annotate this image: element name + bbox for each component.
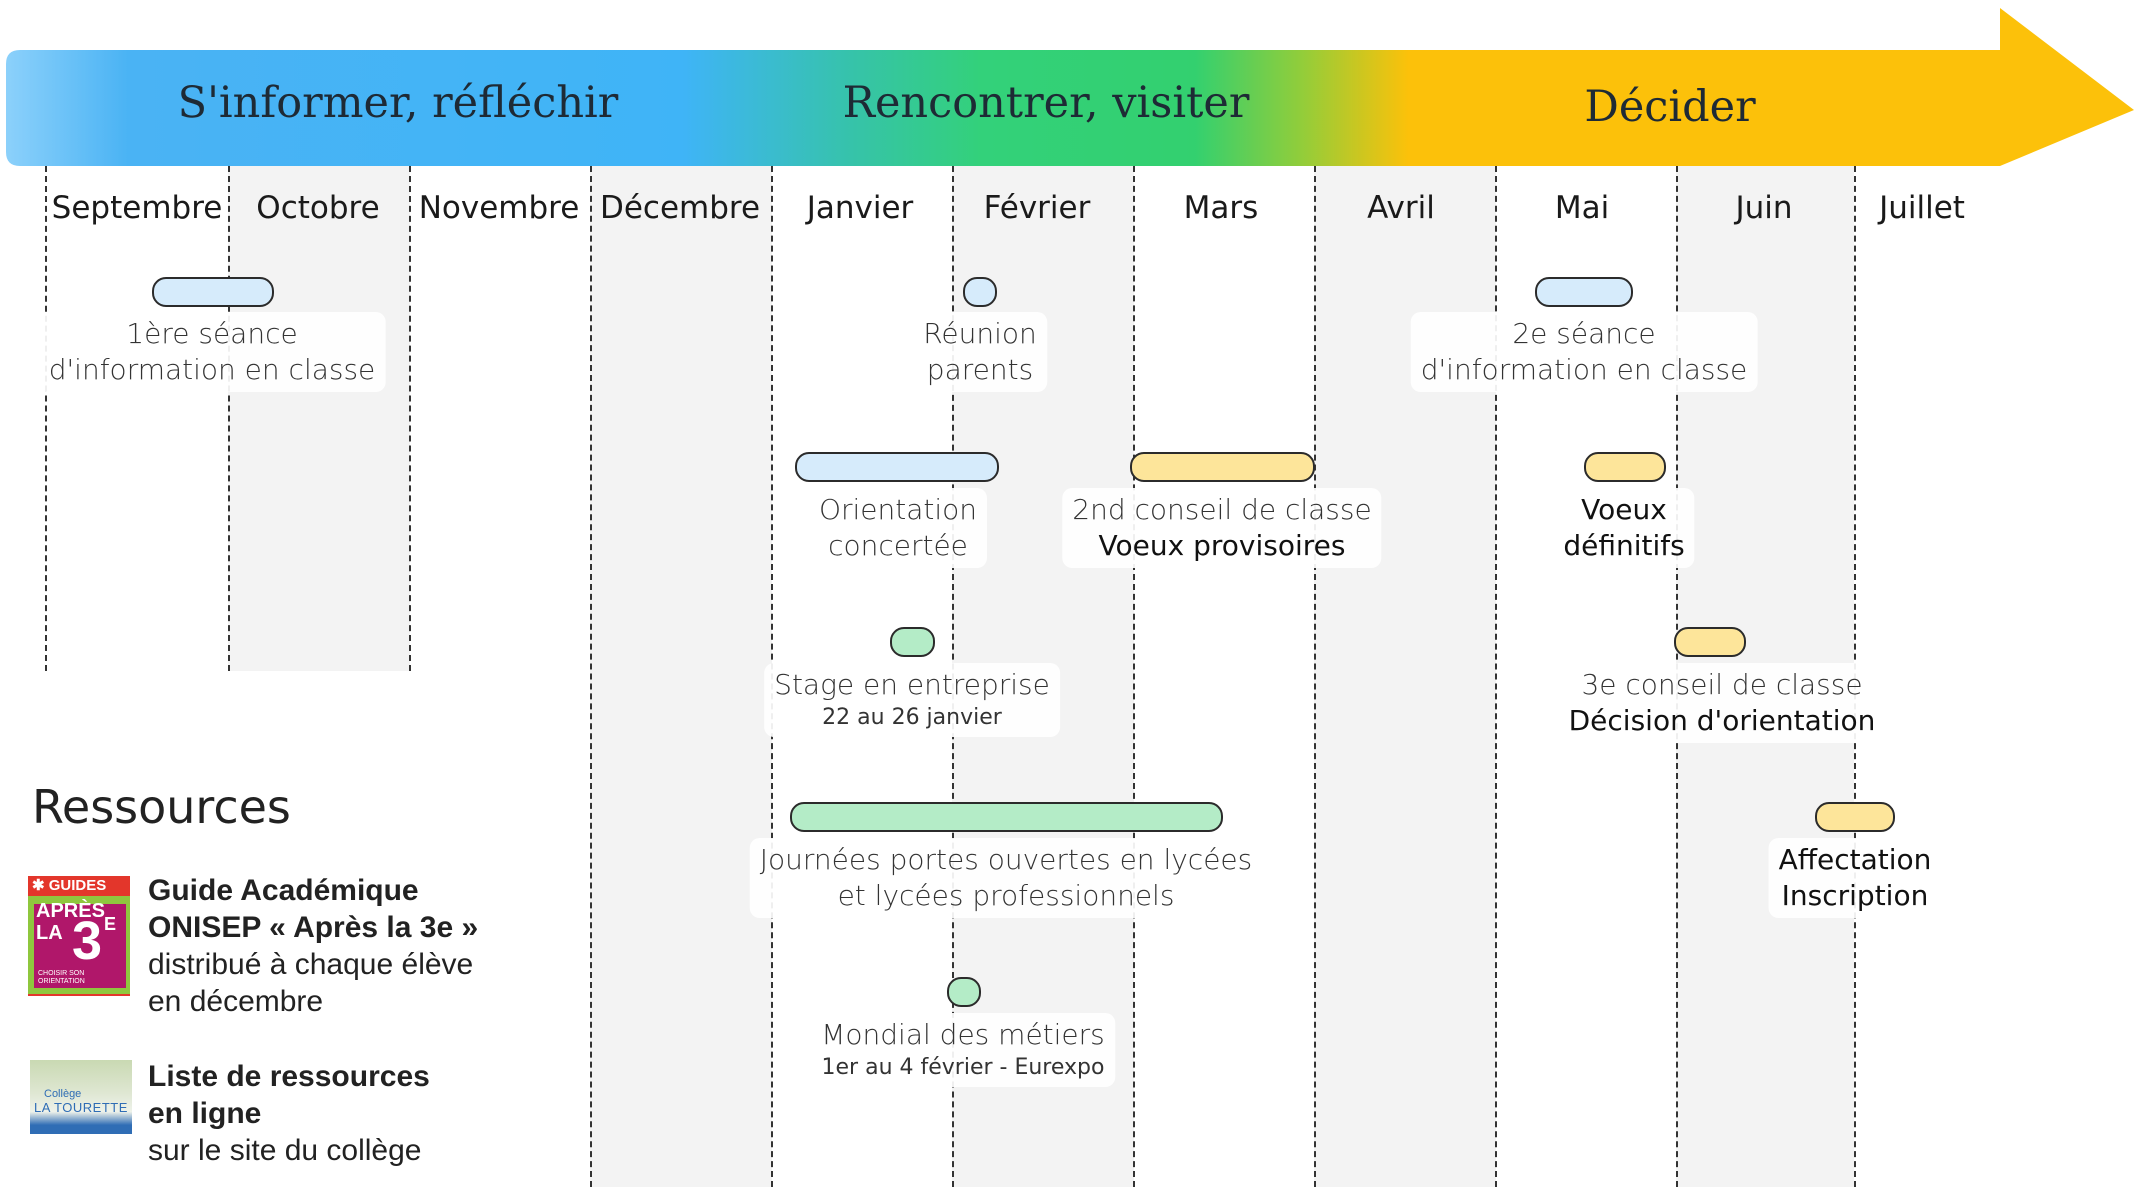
event-text: 2e séance [1512,317,1656,350]
event-label-voeux: Voeux définitifs [1553,488,1695,568]
event-label-stage: Stage en entreprise 22 au 26 janvier [764,663,1060,737]
event-bar-mondial [947,977,981,1007]
month-juin: Juin [1735,190,1793,226]
event-text: 2nd conseil de classe [1072,493,1372,526]
event-bar-reunion [963,277,997,307]
event-text: parents [926,353,1034,386]
event-label-mondial: Mondial des métiers 1er au 4 février - E… [811,1013,1115,1087]
month-decembre: Décembre [599,190,761,226]
event-text: d'information en classe [1420,353,1748,386]
month-separator [228,166,230,671]
event-text: Réunion [923,317,1037,350]
month-separator [1133,166,1135,1187]
month-separator [1495,166,1497,1187]
guide-cover-panel [34,904,126,988]
guide-cover-num: 3 [72,911,103,971]
month-novembre: Novembre [418,190,580,226]
event-bar-orientation [795,452,999,482]
event-bar-seance1 [152,277,274,307]
month-octobre: Octobre [256,190,380,226]
event-text: Journées portes ouvertes en lycées [759,843,1253,876]
event-text-small: 22 au 26 janvier [822,705,1002,730]
guide-cover-footer [28,994,130,1021]
event-text: concertée [828,529,968,562]
event-text-bold: Inscription [1781,879,1929,912]
event-text: Stage en entreprise [774,668,1050,701]
event-label-affectation: Affectation Inscription [1768,838,1942,918]
event-label-conseil2: 2nd conseil de classe Voeux provisoires [1062,488,1382,568]
event-text-small: 1er au 4 février - Eurexpo [821,1055,1105,1080]
month-separator [45,166,47,671]
event-text-bold: Décision d'orientation [1568,704,1876,737]
guide-desc-line2: en décembre [148,985,324,1018]
event-text: et lycées professionnels [837,879,1175,912]
month-mai: Mai [1554,190,1610,226]
event-label-orientation: Orientation concertée [808,488,988,568]
month-separator [1314,166,1316,1187]
event-text: Orientation [818,493,978,526]
event-label-portes: Journées portes ouvertes en lycées et ly… [749,838,1263,918]
month-separator [409,166,411,671]
guide-cover-subtitle: CHOISIR SON ORIENTATION [38,970,85,985]
event-text-bold: Voeux [1581,493,1667,526]
month-separator [590,166,592,1187]
event-bar-seance2 [1535,277,1633,307]
event-bar-portes [790,802,1223,832]
ressources-title: Ressources [32,780,291,834]
guide-cover-banner: ✱ GUIDES 2017 [28,876,130,913]
phase-label-informer: S'informer, réfléchir [177,78,619,128]
event-text: d'information en classe [48,353,376,386]
guide-cover-image[interactable]: ✱ GUIDES 2017 APRÈS LA 3 E CHOISIR SON O… [28,876,130,1021]
liste-desc: sur le site du collège [148,1134,422,1167]
event-bar-conseil3 [1674,627,1746,657]
event-label-conseil3: 3e conseil de classe Décision d'orientat… [1558,663,1886,743]
guide-description[interactable]: Guide Académique ONISEP « Après la 3e » … [148,872,478,1020]
guide-title-line1: Guide Académique [148,874,419,907]
event-text-bold: Voeux provisoires [1098,529,1346,562]
college-logo-line2: LA TOURETTE [34,1100,128,1115]
event-text: Mondial des métiers [821,1018,1105,1051]
event-label-seance1: 1ère séance d'information en classe [38,312,386,392]
guide-cover-body: APRÈS LA 3 E CHOISIR SON ORIENTATION [28,896,130,994]
guide-cover-sup: E [104,914,117,934]
guide-title-line2: ONISEP « Après la 3e » [148,911,479,944]
month-janvier: Janvier [806,190,914,226]
month-mars: Mars [1183,190,1259,226]
event-label-seance2: 2e séance d'information en classe [1410,312,1758,392]
college-logo-line1: Collège [44,1088,82,1100]
event-text: 3e conseil de classe [1581,668,1863,701]
event-text-bold: définitifs [1563,529,1685,562]
event-bar-conseil2 [1130,452,1315,482]
guide-desc-line1: distribué à chaque élève [148,948,474,981]
month-avril: Avril [1367,190,1435,226]
month-fevrier: Février [983,190,1091,226]
guide-cover-word2: LA [36,922,63,944]
liste-title-line1: Liste de ressources [148,1060,430,1093]
event-text-bold: Affectation [1778,843,1932,876]
phase-label-rencontrer: Rencontrer, visiter [842,78,1250,128]
event-bar-stage [890,627,935,657]
event-bar-affectation [1815,802,1895,832]
guide-cover-banner-text: GUIDES [48,877,107,894]
month-septembre: Septembre [51,190,223,226]
month-juillet: Juillet [1879,190,1965,226]
event-label-reunion: Réunion parents [913,312,1047,392]
college-logo-image[interactable]: Collège LA TOURETTE [30,1060,132,1134]
timeline-arrow [6,8,2134,166]
event-text: 1ère séance [126,317,298,350]
liste-description[interactable]: Liste de ressources en ligne sur le site… [148,1058,430,1169]
column-shade-octobre [228,166,410,671]
phase-label-decider: Décider [1584,82,1756,132]
event-bar-voeux [1584,452,1666,482]
column-shade-decembre [590,166,772,1187]
guide-cover-word1: APRÈS [36,900,105,922]
liste-title-line2: en ligne [148,1097,262,1130]
